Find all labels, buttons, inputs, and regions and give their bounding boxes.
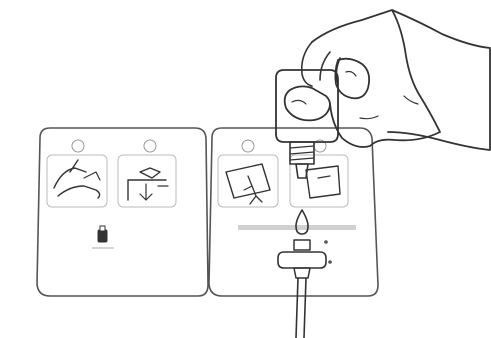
hand-peeling-pad-icon (217, 154, 279, 208)
connector-plug-icon (92, 225, 114, 249)
squeeze-bottle-icon (275, 69, 339, 179)
hand-holding-bottle-icon (283, 9, 491, 151)
hand-placing-pad-icon (117, 154, 177, 208)
hands-opening-package-icon (46, 154, 108, 208)
right-panel (208, 127, 379, 297)
tube-connector-icon (277, 239, 332, 279)
tube-icon (295, 277, 307, 338)
pad-on-chest-icon (289, 154, 349, 208)
water-drop-icon (295, 209, 309, 235)
left-panel (36, 127, 209, 297)
